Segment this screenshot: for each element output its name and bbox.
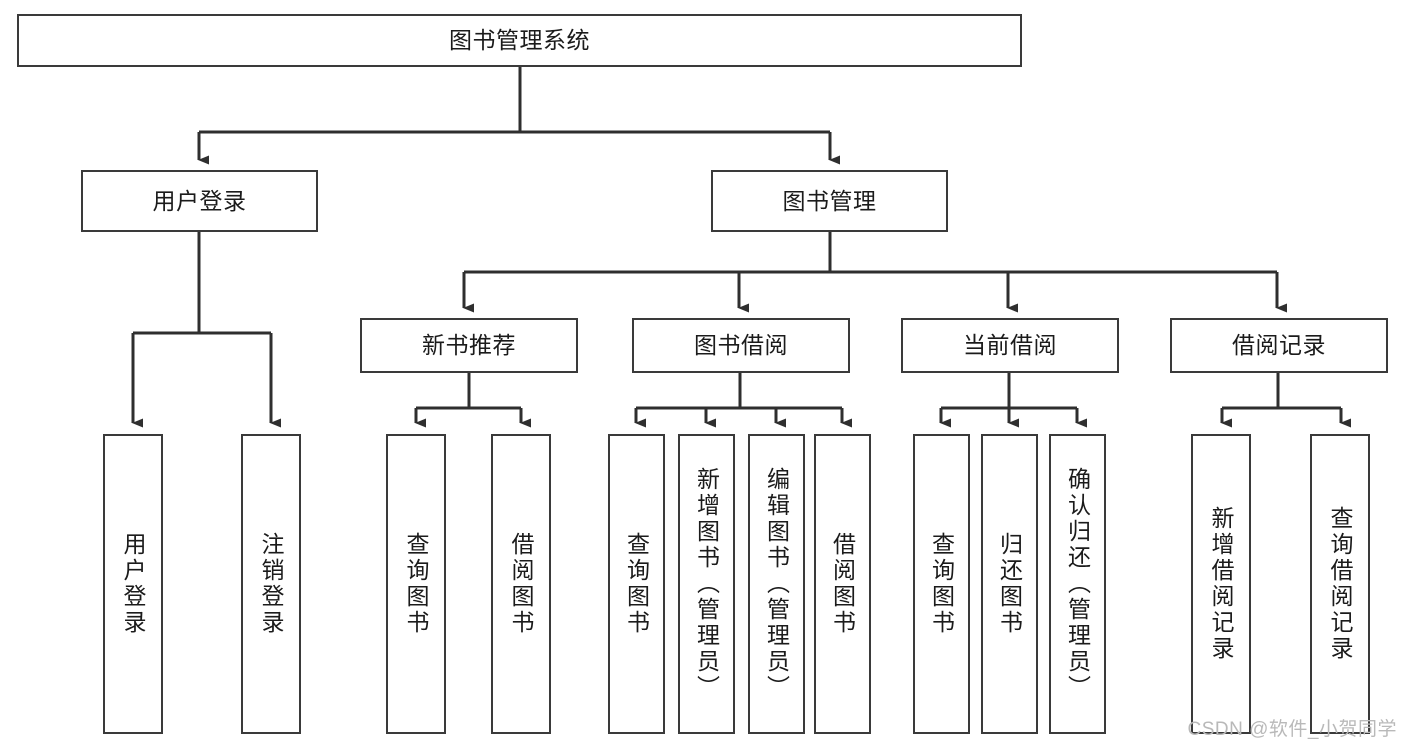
node-user-login[interactable]: 用户登录 — [81, 170, 318, 232]
node-leaf-query-record-label: 查询借阅记录 — [1327, 506, 1354, 662]
node-leaf-query-book-3[interactable]: 查询图书 — [913, 434, 970, 734]
node-leaf-query-book-1-label: 查询图书 — [403, 532, 430, 636]
node-leaf-query-book-2-label: 查询图书 — [623, 532, 650, 636]
node-leaf-logout[interactable]: 注销登录 — [241, 434, 301, 734]
node-leaf-borrow-book-1-label: 借阅图书 — [508, 532, 535, 636]
node-leaf-logout-label: 注销登录 — [258, 532, 285, 636]
node-leaf-return-book-label: 归还图书 — [996, 532, 1023, 636]
node-leaf-query-record[interactable]: 查询借阅记录 — [1310, 434, 1370, 734]
node-leaf-add-book-label: 新增图书（管理员） — [693, 467, 720, 701]
node-leaf-add-record-label: 新增借阅记录 — [1208, 506, 1235, 662]
node-leaf-add-book[interactable]: 新增图书（管理员） — [678, 434, 735, 734]
node-new-book-recommend-label: 新书推荐 — [422, 332, 516, 359]
node-borrow-record[interactable]: 借阅记录 — [1170, 318, 1388, 373]
node-leaf-borrow-book-1[interactable]: 借阅图书 — [491, 434, 551, 734]
node-leaf-query-book-2[interactable]: 查询图书 — [608, 434, 665, 734]
node-book-borrow[interactable]: 图书借阅 — [632, 318, 850, 373]
watermark-text: CSDN @软件_小贺同学 — [1187, 719, 1397, 740]
node-current-borrow-label: 当前借阅 — [963, 332, 1057, 359]
node-book-manage[interactable]: 图书管理 — [711, 170, 948, 232]
node-leaf-add-record[interactable]: 新增借阅记录 — [1191, 434, 1251, 734]
node-book-manage-label: 图书管理 — [782, 187, 877, 214]
node-leaf-edit-book[interactable]: 编辑图书（管理员） — [748, 434, 805, 734]
node-leaf-borrow-book-2[interactable]: 借阅图书 — [814, 434, 871, 734]
node-leaf-user-login[interactable]: 用户登录 — [103, 434, 163, 734]
node-new-book-recommend[interactable]: 新书推荐 — [360, 318, 578, 373]
node-leaf-confirm-return[interactable]: 确认归还（管理员） — [1049, 434, 1106, 734]
node-book-borrow-label: 图书借阅 — [694, 332, 788, 359]
node-leaf-borrow-book-2-label: 借阅图书 — [829, 532, 856, 636]
node-leaf-query-book-1[interactable]: 查询图书 — [386, 434, 446, 734]
node-leaf-return-book[interactable]: 归还图书 — [981, 434, 1038, 734]
node-leaf-user-login-label: 用户登录 — [120, 532, 147, 636]
node-leaf-edit-book-label: 编辑图书（管理员） — [763, 467, 790, 701]
node-leaf-confirm-return-label: 确认归还（管理员） — [1064, 467, 1091, 701]
node-root-label: 图书管理系统 — [449, 27, 590, 54]
node-user-login-label: 用户登录 — [152, 187, 247, 214]
node-leaf-query-book-3-label: 查询图书 — [928, 532, 955, 636]
node-current-borrow[interactable]: 当前借阅 — [901, 318, 1119, 373]
node-borrow-record-label: 借阅记录 — [1232, 332, 1326, 359]
node-root[interactable]: 图书管理系统 — [17, 14, 1022, 67]
